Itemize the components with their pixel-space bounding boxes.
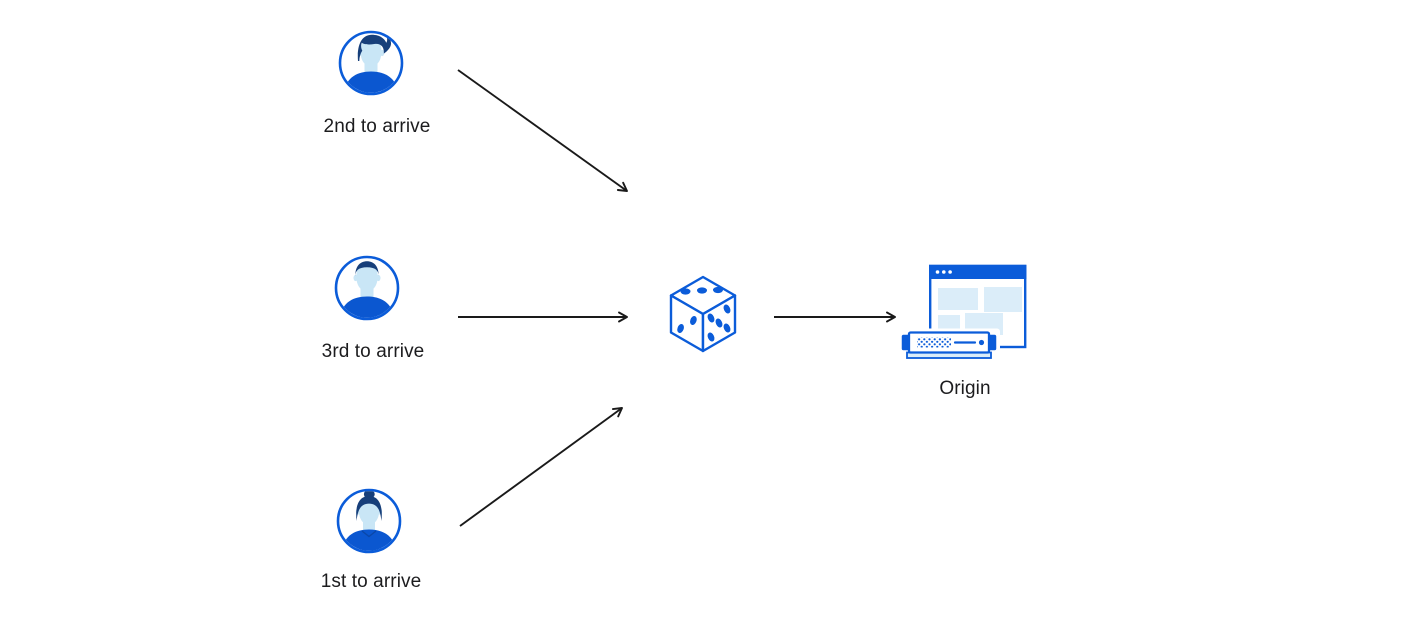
user-node-3rd-to-arrive [334, 255, 400, 321]
male-swept-hair-avatar-icon [338, 30, 404, 96]
user-label-2nd-to-arrive: 2nd to arrive [323, 116, 431, 137]
arrow-user1st-to-dice [459, 407, 623, 527]
origin-node [897, 263, 1029, 361]
male-short-hair-avatar-icon [334, 255, 400, 321]
arrow-user2nd-to-dice [457, 69, 628, 192]
dice-pips-right [707, 304, 731, 342]
dice-pips-top [680, 286, 723, 295]
server-box-icon [899, 328, 1000, 361]
user-node-2nd-to-arrive [338, 30, 404, 96]
dice-pips-left [677, 315, 697, 334]
dice-node [668, 275, 738, 353]
user-node-1st-to-arrive [336, 488, 402, 554]
origin-server-icon [899, 264, 1027, 361]
user-label-1st-to-arrive: 1st to arrive [320, 571, 422, 592]
dice-icon [669, 275, 737, 353]
user-label-3rd-to-arrive: 3rd to arrive [321, 341, 425, 362]
female-bun-hair-avatar-icon [336, 488, 402, 554]
origin-label: Origin [939, 378, 991, 399]
